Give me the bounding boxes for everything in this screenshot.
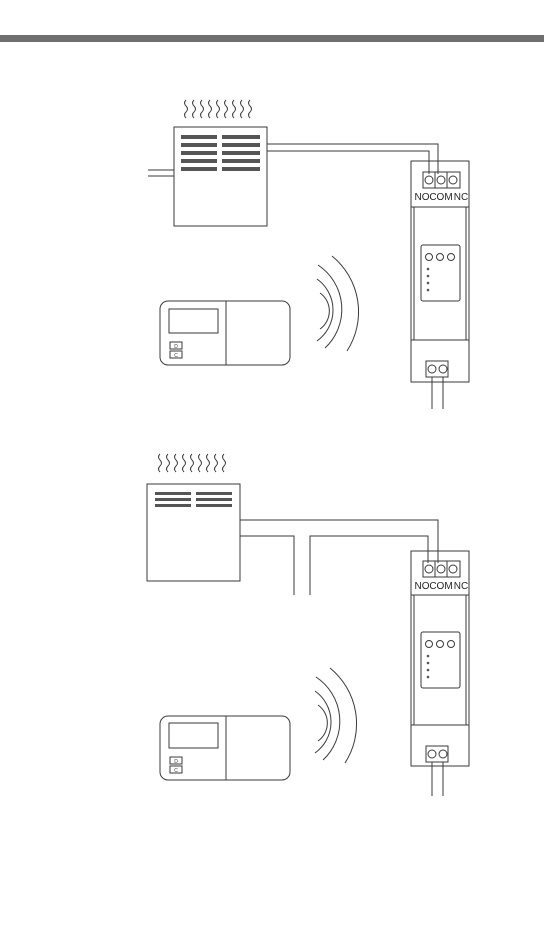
relay-top-terminals [423,561,460,577]
terminal-label-nc: NC [454,581,468,592]
thermostat-display [169,309,218,333]
terminal-label-com: COM [429,581,452,592]
heat-waves-icon [159,454,226,472]
relay-control-panel [421,245,460,301]
terminal-label-no: NO [415,192,430,203]
thermostat-device: D C [160,301,290,365]
relay-control-panel [421,632,460,688]
thermostat-button-bottom-label: C [174,353,178,359]
supply-wires [148,170,174,176]
terminal-label-com: COM [429,192,452,203]
relay-module: NO COM NC [411,551,469,766]
wireless-signal-icon [317,256,359,351]
relay-output-wires [432,762,443,796]
relay-bottom-terminals [426,746,448,762]
terminal-label-nc: NC [454,192,468,203]
thermostat-device: D C [160,716,290,780]
heater-unit [147,484,240,581]
heat-waves-icon [185,100,252,118]
wiring-diagram-1: NO COM NC [148,100,469,409]
relay-module: NO COM NC [411,161,469,382]
relay-top-terminals [423,172,460,188]
heater-unit [174,127,267,226]
thermostat-display [169,723,218,748]
terminal-label-no: NO [415,581,430,592]
wireless-signal-icon [315,668,357,763]
wiring-diagram-2: NO COM NC [147,454,469,796]
thermostat-button-bottom-label: C [174,768,178,774]
heater-relay-wires [240,520,438,595]
thermostat-button-top-label: D [174,759,178,765]
heater-relay-wires [267,144,438,174]
thermostat-button-top-label: D [174,344,178,350]
relay-bottom-terminals [426,361,448,377]
